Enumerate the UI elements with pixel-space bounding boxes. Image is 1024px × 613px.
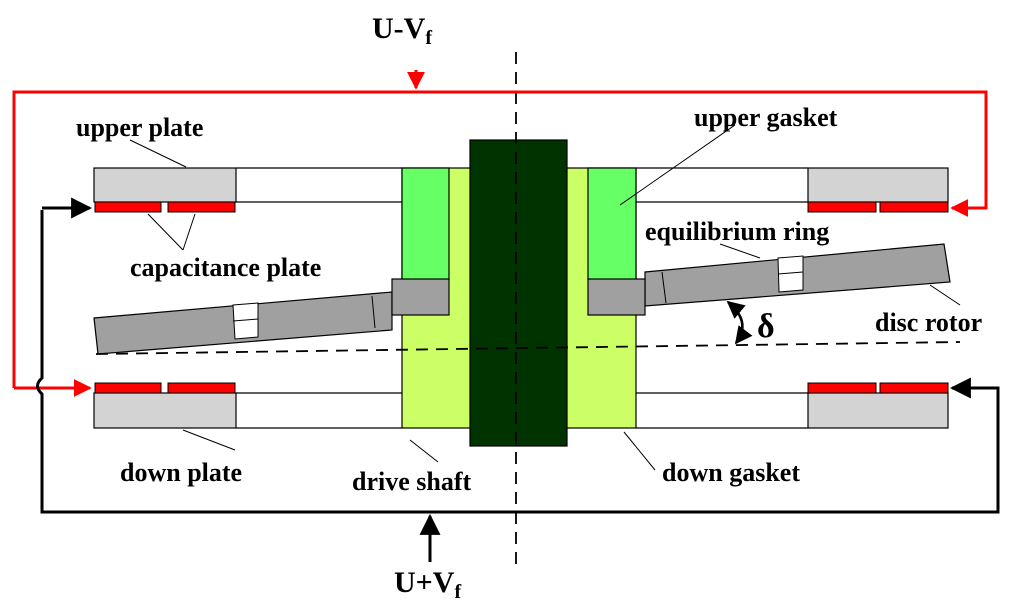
capacitance-plate-label: capacitance plate (130, 253, 321, 282)
upper-gasket-left (401, 167, 450, 281)
tilt-angle-arc (726, 300, 753, 345)
upper-gasket-right (587, 167, 637, 281)
equilibrium-ring-gap-right (777, 255, 804, 293)
bottom-voltage-label: U+Vf (394, 566, 461, 603)
disc-rotor-label: disc rotor (875, 308, 982, 337)
rotor-inner-edge-right (661, 271, 667, 304)
capacitance-plate-lower-right-1 (807, 382, 877, 394)
capacitance-plate-upper-left-2 (167, 201, 236, 213)
equilibrium-ring-slot-left (232, 318, 259, 322)
tilt-angle-label: δ (757, 308, 775, 345)
capacitance-plate-upper-left-1 (94, 201, 162, 213)
frame-rails (236, 167, 808, 429)
equilibrium-ring-gap-left (232, 302, 259, 340)
capacitance-plate-lower-left-1 (94, 382, 162, 394)
hub-block-right (587, 278, 646, 316)
down-plate-label: down plate (120, 458, 242, 487)
horizontal-reference-axis (95, 341, 961, 355)
upper-plate-left (93, 167, 237, 203)
upper-plate-label: upper plate (76, 113, 203, 142)
black-wire-circuit (36, 197, 1000, 562)
equilibrium-ring-label: equilibrium ring (645, 217, 829, 246)
capacitance-plate-lower-right-2 (879, 382, 949, 394)
red-wire-circuit (12, 70, 988, 397)
upper-plate-right (807, 167, 949, 203)
top-voltage-label: U-Vf (372, 12, 432, 49)
down-plate-right (807, 392, 949, 429)
rotor-inner-edge-left (371, 295, 376, 329)
down-plate-left (93, 392, 237, 429)
drive-shaft-label: drive shaft (352, 467, 472, 496)
capacitance-plate-lower-left-2 (167, 382, 236, 394)
down-gasket-label: down gasket (662, 458, 800, 487)
capacitance-plate-upper-right-2 (879, 201, 949, 213)
leader-lines (129, 124, 961, 471)
upper-gasket-label: upper gasket (694, 103, 838, 132)
equilibrium-ring-slot-right (777, 271, 804, 275)
hub-block-left (391, 278, 450, 316)
drive-shaft (469, 139, 568, 447)
capacitance-plate-upper-right-1 (807, 201, 877, 213)
